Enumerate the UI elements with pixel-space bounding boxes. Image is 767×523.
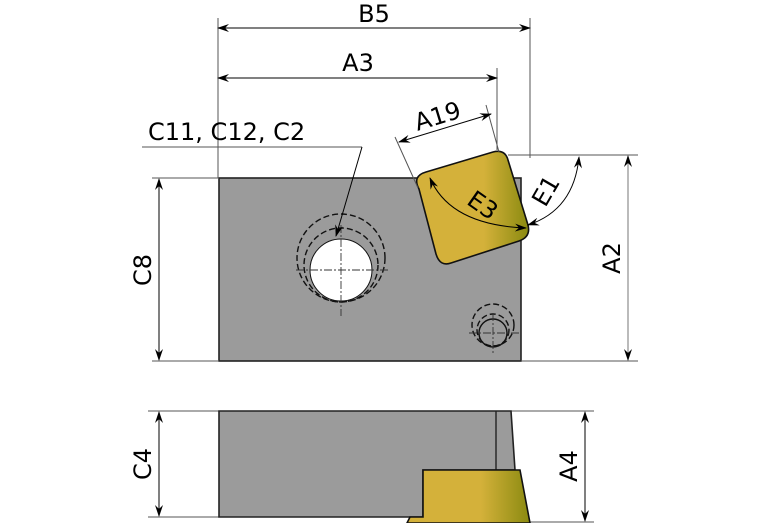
label-c8: C8: [129, 254, 157, 286]
dimension-e3: [429, 177, 527, 232]
label-a2: A2: [598, 242, 626, 274]
label-a4: A4: [555, 450, 583, 482]
dimension-e1: [527, 156, 582, 226]
small-screw-hole: [469, 303, 520, 353]
callout-leader: [335, 146, 363, 237]
label-c4: C4: [129, 448, 157, 480]
label-a19: A19: [411, 96, 464, 137]
label-a3: A3: [342, 49, 374, 77]
label-b5: B5: [358, 0, 390, 28]
top-view: [218, 150, 638, 362]
label-callout: C11, C12, C2: [148, 118, 305, 146]
cutting-insert-side: [406, 469, 531, 523]
clamp-screw-hole: [296, 213, 389, 316]
side-view: C4 A4: [129, 410, 594, 523]
dimension-a19: [398, 113, 492, 143]
